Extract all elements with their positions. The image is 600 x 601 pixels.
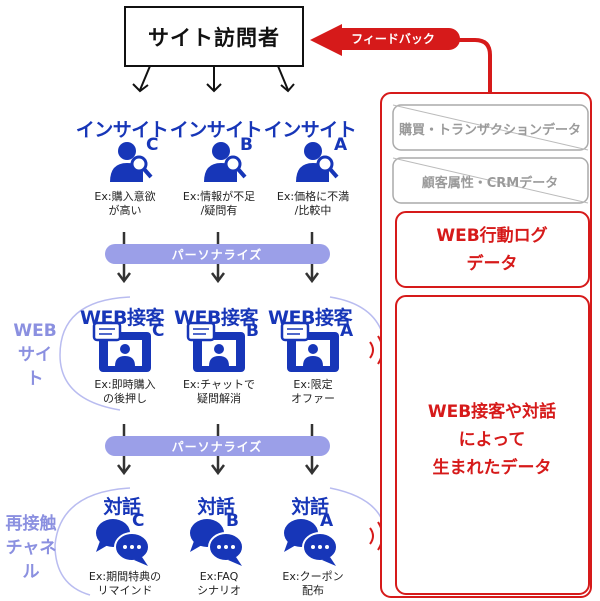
web-title-a: WEB接客: [268, 307, 352, 329]
channel-side-label: 再接触チャネル: [5, 514, 57, 582]
feedback-pill: [327, 28, 460, 50]
chat-icon-a: [284, 519, 338, 566]
web-icon-b: [186, 321, 245, 372]
channel-title-b: 対話: [197, 496, 235, 518]
feedback-loop-line: [310, 24, 492, 92]
insight-letter-c: C: [146, 135, 159, 155]
web-title-b: WEB接客: [174, 307, 258, 329]
web-title-c: WEB接客: [80, 307, 164, 329]
title-box: [124, 6, 304, 67]
red-box-1-label: WEB行動ログデータ: [436, 226, 548, 274]
chat-icon-c: [96, 519, 150, 566]
red-box-1: [395, 211, 590, 288]
insight-title-a: インサイト: [263, 119, 357, 141]
insight-letter-b: B: [240, 135, 253, 155]
insight-icon-a: [296, 142, 339, 182]
web-letter-c: C: [152, 321, 165, 341]
red-box-2: [395, 295, 590, 595]
insight-caption-a: Ex:価格に不満/比較中: [276, 190, 350, 217]
feedback-label: フィードバック: [351, 32, 435, 46]
web-caption-c: Ex:即時購入の後押し: [94, 378, 156, 405]
personalize-pill-2: [105, 436, 330, 456]
web-icon-c: [92, 321, 151, 372]
gray-box-1-label: 購買・トランザクションデータ: [398, 123, 582, 138]
arrows-row-3: [117, 424, 319, 476]
insight-title-b: インサイト: [169, 119, 263, 141]
channel-title-a: 対話: [291, 496, 329, 518]
page-title: サイト訪問者: [148, 26, 280, 50]
insight-caption-b: Ex:情報が不足/疑問有: [182, 190, 256, 217]
channel-arc-right: [329, 487, 386, 531]
channel-letter-b: B: [226, 511, 239, 531]
personalize-label-1: パーソナライズ: [171, 248, 263, 262]
gray-box-2-label: 顧客属性・CRMデータ: [421, 176, 559, 191]
channel-caption-c: Ex:期間特典のリマインド: [88, 570, 162, 597]
red-box-2-label: WEB接客や対話によって生まれたデータ: [427, 402, 557, 478]
web-icon-a: [280, 321, 339, 372]
insight-title-c: インサイト: [75, 119, 169, 141]
channel-title-c: 対話: [103, 496, 141, 518]
channel-letter-a: A: [320, 511, 334, 531]
insight-icon-b: [204, 142, 247, 182]
title-arrows: [132, 65, 295, 93]
web-arc-left: [59, 296, 131, 411]
web-caption-b: Ex:チャットで疑問解消: [182, 378, 256, 405]
gray-box-2-strike: [392, 157, 589, 204]
channel-letter-c: C: [132, 511, 145, 531]
personalize-pill-1: [105, 244, 330, 264]
chat-icon-b: [190, 519, 244, 566]
insight-letter-a: A: [334, 135, 348, 155]
insight-caption-c: Ex:購入意欲が高い: [94, 190, 156, 217]
channel-caption-a: Ex:クーポン配布: [282, 570, 344, 597]
web-letter-a: A: [340, 321, 354, 341]
insight-icon-c: [110, 142, 153, 182]
personalize-label-2: パーソナライズ: [171, 440, 263, 454]
gray-box-1-strike: [392, 104, 589, 151]
web-letter-b: B: [246, 321, 259, 341]
web-caption-a: Ex:限定オファー: [291, 378, 335, 405]
channel-arc-left: [54, 487, 131, 596]
